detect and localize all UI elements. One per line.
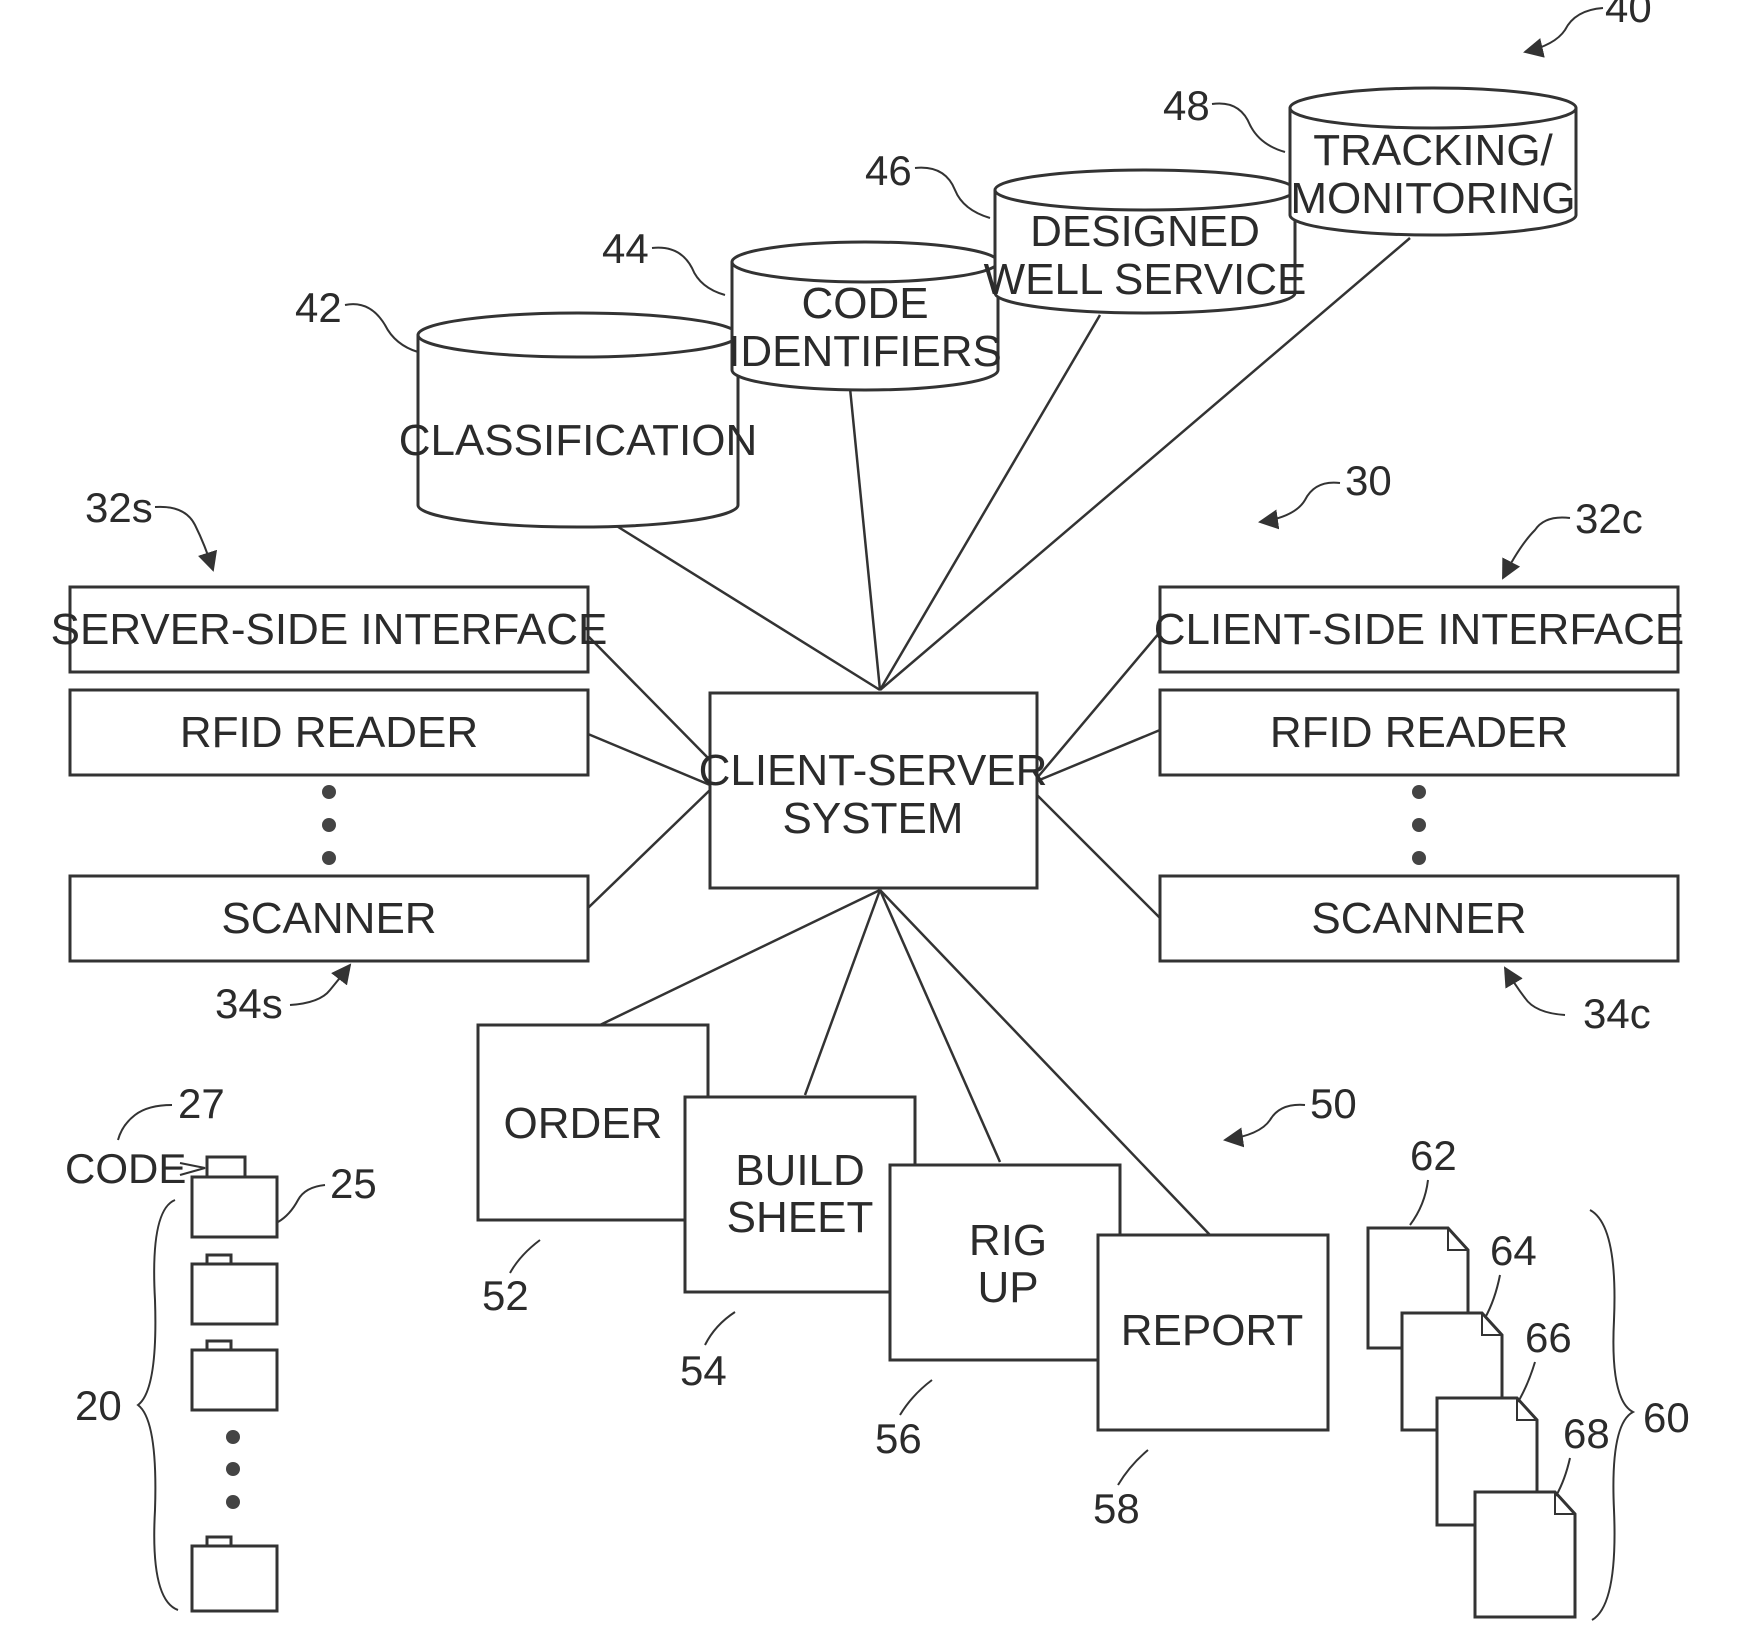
database-designed-well-service: DESIGNED WELL SERVICE — [984, 170, 1307, 313]
database-label-line-1: CODE — [801, 279, 928, 328]
edge-server-scanner — [588, 790, 710, 908]
client-side-interface-label: CLIENT-SIDE INTERFACE — [1154, 605, 1685, 654]
ellipsis-dot — [226, 1495, 240, 1509]
ellipsis-dot — [322, 851, 336, 865]
ref-48: 48 — [1163, 82, 1210, 129]
ellipsis-dot — [226, 1430, 240, 1444]
ref-34c: 34c — [1583, 990, 1651, 1037]
ellipsis-dot — [226, 1462, 240, 1476]
database-classification: CLASSIFICATION — [399, 313, 758, 527]
ref-20: 20 — [75, 1382, 122, 1429]
ellipsis-dot — [1412, 851, 1426, 865]
document-boxes: ORDER BUILD SHEET RIG UP REPORT — [478, 1025, 1328, 1430]
database-tracking-monitoring: TRACKING/ MONITORING — [1290, 88, 1576, 235]
database-label: CLASSIFICATION — [399, 416, 758, 465]
rig-up-label-line-2: UP — [977, 1263, 1038, 1312]
ref-42: 42 — [295, 284, 342, 331]
folder-icon — [192, 1255, 277, 1324]
server-side-interface-label: SERVER-SIDE INTERFACE — [51, 605, 608, 654]
ellipsis-dot — [1412, 785, 1426, 799]
ref-50: 50 — [1310, 1080, 1357, 1127]
build-sheet-label-line-2: SHEET — [727, 1193, 874, 1242]
server-rfid-reader-label: RFID READER — [180, 708, 478, 757]
ref-27: 27 — [178, 1080, 225, 1127]
ref-30: 30 — [1345, 457, 1392, 504]
ref-40: 40 — [1605, 0, 1652, 31]
edge-client-scanner — [1037, 795, 1160, 918]
ref-32c: 32c — [1575, 495, 1643, 542]
database-label-line-2: WELL SERVICE — [984, 255, 1307, 304]
ref-52: 52 — [482, 1272, 529, 1319]
ellipsis-dot — [1412, 818, 1426, 832]
database-label-line-1: TRACKING/ — [1313, 126, 1553, 175]
database-label-line-2: IDENTIFIERS — [728, 327, 1002, 376]
build-sheet-label-line-1: BUILD — [735, 1146, 865, 1195]
ref-32s: 32s — [85, 484, 153, 531]
database-label-line-2: MONITORING — [1290, 174, 1575, 223]
report-label: REPORT — [1121, 1306, 1304, 1355]
folder-icon — [192, 1341, 277, 1410]
database-code-identifiers: CODE IDENTIFIERS — [728, 242, 1002, 390]
ellipsis-dot — [322, 785, 336, 799]
ref-58: 58 — [1093, 1485, 1140, 1532]
coded-items: CODE — [65, 1145, 277, 1611]
code-label: CODE — [65, 1145, 186, 1192]
edge-classification — [615, 525, 880, 690]
client-rfid-reader-label: RFID READER — [1270, 708, 1568, 757]
ellipsis-dot — [322, 818, 336, 832]
server-scanner-label: SCANNER — [221, 894, 436, 943]
ref-46: 46 — [865, 147, 912, 194]
ref-34s: 34s — [215, 980, 283, 1027]
ref-64: 64 — [1490, 1227, 1537, 1274]
client-side-stack: CLIENT-SIDE INTERFACE RFID READER SCANNE… — [1154, 587, 1685, 961]
client-server-system: CLIENT-SERVER SYSTEM — [699, 693, 1048, 888]
hub-label-line-2: SYSTEM — [783, 794, 964, 843]
ref-56: 56 — [875, 1415, 922, 1462]
folder-icon — [192, 1537, 277, 1611]
rig-up-label-line-1: RIG — [969, 1216, 1047, 1265]
server-side-stack: SERVER-SIDE INTERFACE RFID READER SCANNE… — [51, 587, 608, 961]
ref-54: 54 — [680, 1347, 727, 1394]
ref-60: 60 — [1643, 1394, 1690, 1441]
ref-66: 66 — [1525, 1314, 1572, 1361]
edge-code-identifiers — [850, 388, 880, 690]
ref-68: 68 — [1563, 1410, 1610, 1457]
hub-label-line-1: CLIENT-SERVER — [699, 746, 1048, 795]
client-scanner-label: SCANNER — [1311, 894, 1526, 943]
database-label-line-1: DESIGNED — [1030, 207, 1260, 256]
document-icon — [1475, 1492, 1575, 1617]
ref-44: 44 — [602, 225, 649, 272]
ref-25: 25 — [330, 1160, 377, 1207]
order-label: ORDER — [504, 1099, 663, 1148]
ref-62: 62 — [1410, 1132, 1457, 1179]
brace-20 — [138, 1200, 178, 1610]
